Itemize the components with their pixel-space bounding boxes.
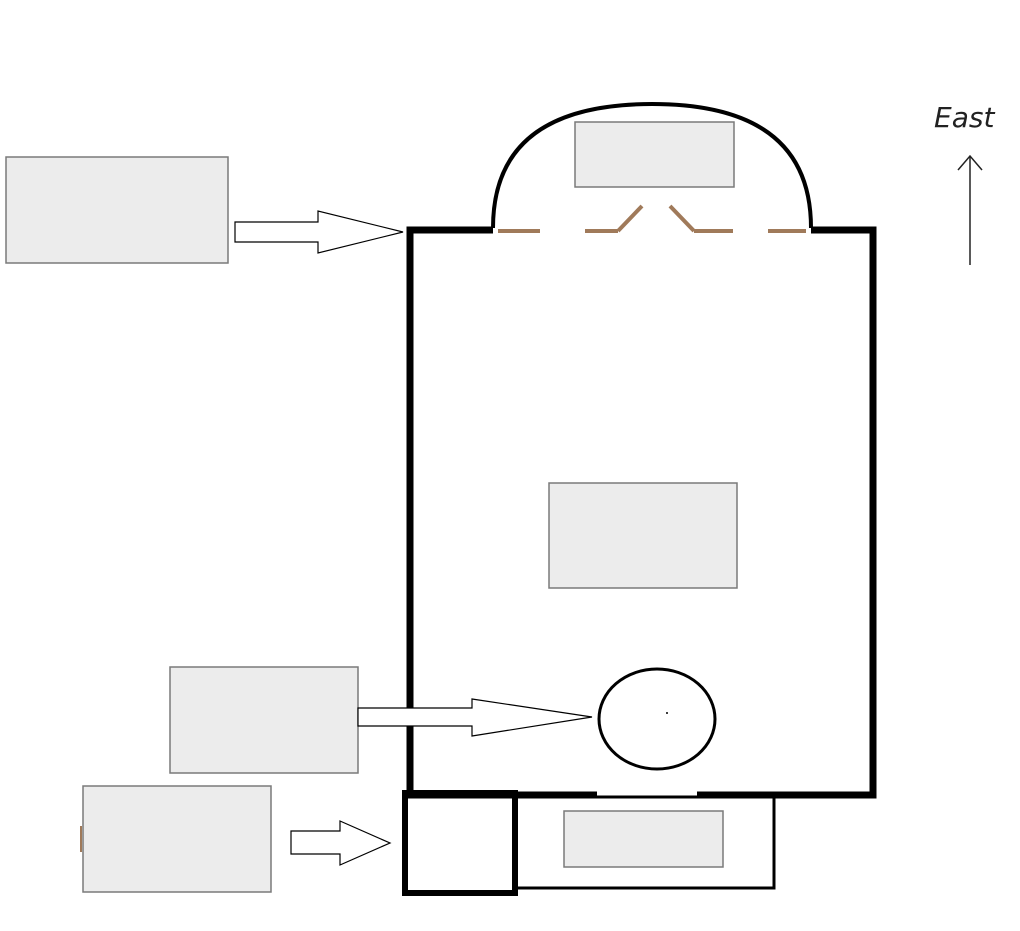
narthex-room [513,795,776,890]
chancel-rail [498,204,806,233]
label-box-6 [563,810,724,868]
label-box-5 [82,785,272,893]
bell-tower-room [402,790,518,896]
font-center-dot [666,712,668,714]
baptismal-font [597,667,717,771]
compass-label: East [934,101,995,134]
north-arrow-icon [957,154,983,265]
label-box-4 [169,666,359,774]
label-boxes [5,121,738,893]
arrow-to-font [357,698,593,737]
label-box-1 [5,156,229,264]
label-box-3 [548,482,738,589]
apse-wall [491,101,813,229]
arrow-to-tower [290,820,392,866]
arrow-to-apse-corner [234,210,404,254]
label-box-2 [574,121,735,188]
hall-wall-right [697,226,877,799]
